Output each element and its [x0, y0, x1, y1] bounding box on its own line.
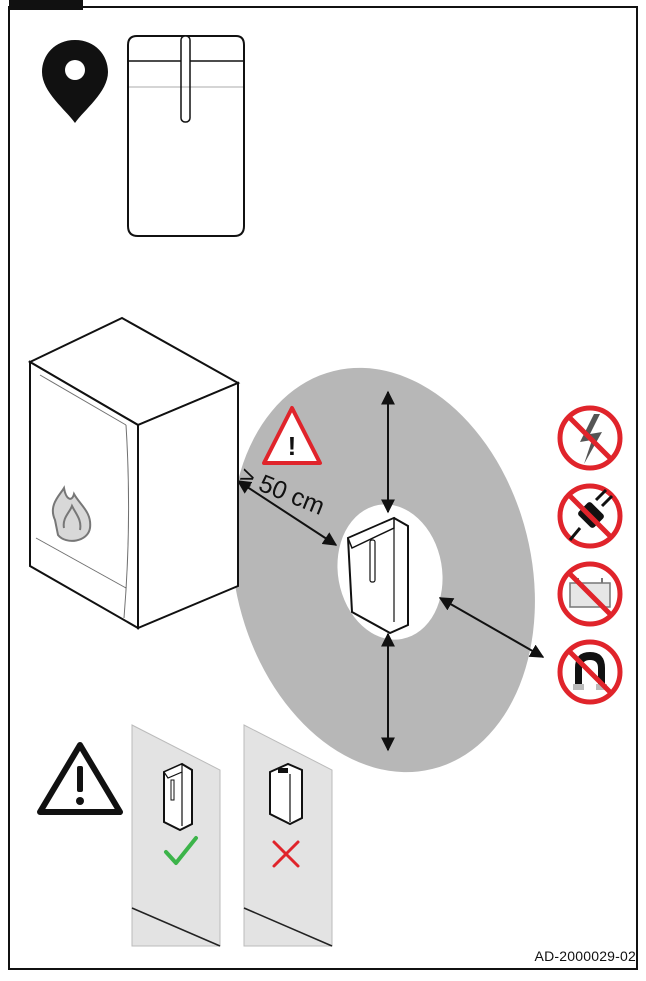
svg-text:!: ! — [288, 431, 297, 461]
sensor-front-view — [127, 35, 245, 237]
boiler-illustration — [27, 316, 241, 630]
arrow-right — [438, 597, 545, 658]
no-power-plug-icon — [557, 483, 623, 549]
zone-warning-icon: ! — [262, 406, 322, 465]
no-magnet-icon — [557, 639, 623, 705]
no-lightning-icon — [557, 405, 623, 471]
document-code: AD-2000029-02 — [534, 948, 636, 964]
sensor-in-zone — [346, 516, 409, 635]
no-battery-icon — [557, 561, 623, 627]
flame-icon — [51, 485, 92, 542]
checkmark-icon — [164, 836, 198, 865]
location-pin-icon — [42, 40, 108, 123]
sensor-horizontal — [269, 762, 303, 826]
cross-icon — [272, 840, 300, 868]
page-frame — [8, 6, 638, 970]
dimension-arrows — [236, 390, 545, 752]
wall-panel-incorrect — [243, 724, 333, 947]
arrow-to-boiler — [236, 480, 338, 546]
warning-triangle-icon — [37, 742, 123, 815]
wall-panel-correct — [131, 724, 221, 947]
corner-tab — [9, 0, 83, 10]
